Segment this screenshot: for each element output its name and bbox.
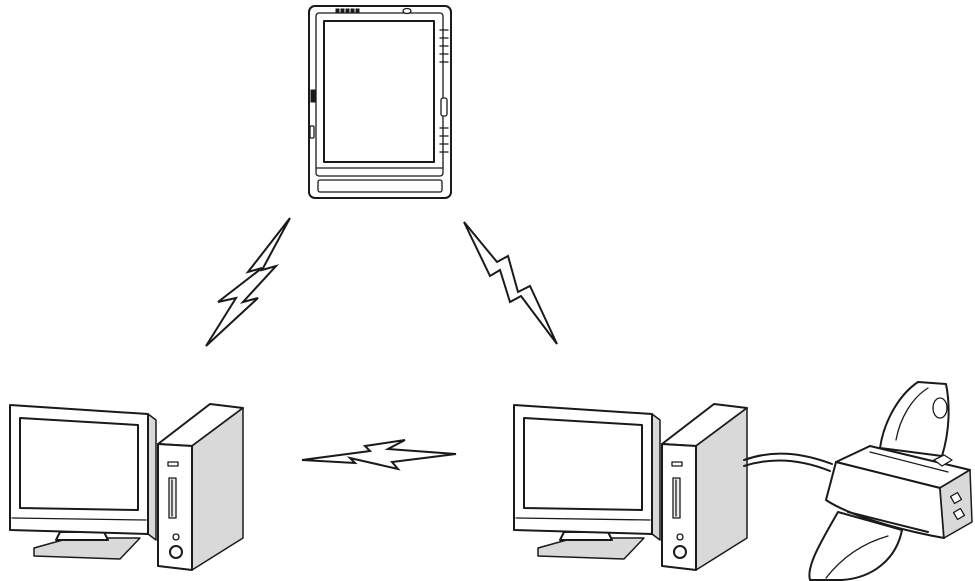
- printer-icon: [808, 381, 973, 581]
- wireless-link-icon: [205, 217, 291, 347]
- wireless-link-icon: [301, 439, 457, 471]
- desktop-computer-icon: [513, 403, 748, 571]
- wireless-link-icon: [463, 221, 558, 345]
- desktop-computer-icon: [9, 403, 244, 571]
- cable-icon: [743, 452, 833, 472]
- tablet-pc-icon: [308, 5, 452, 199]
